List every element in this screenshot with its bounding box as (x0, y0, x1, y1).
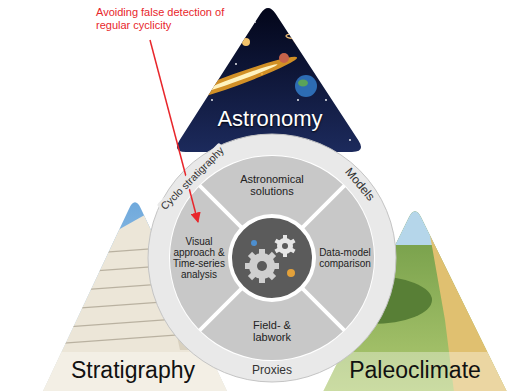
domain-title: Astronomy (195, 107, 345, 132)
hub-disc (231, 217, 313, 299)
sector-label: Visual approach & Time-series analysis (171, 236, 227, 281)
earth-icon (295, 75, 317, 97)
sector-label: Data-model comparison (317, 247, 373, 269)
comet-streak (171, 52, 299, 108)
star-dot (297, 99, 299, 101)
domain-title: Stratigraphy (48, 358, 218, 384)
planet-icon (292, 26, 312, 46)
star-dot (325, 99, 327, 101)
domain-triangle: Astronomy (168, 0, 370, 156)
note-text: Avoiding false detection of regular cycl… (96, 6, 236, 31)
star-dot (235, 63, 237, 65)
inner-ground (169, 155, 375, 361)
planet-icon (242, 38, 250, 46)
tool-dot (287, 269, 295, 277)
method-sector: Field- & labwork (199, 289, 345, 360)
hub-icon (231, 217, 313, 299)
star-dot (229, 29, 231, 31)
planet-ring (286, 33, 318, 39)
ring-label: Proxies (250, 364, 294, 378)
comet-core (202, 62, 279, 93)
space-triangle (177, 8, 361, 152)
gear-symbol (245, 249, 279, 283)
sector-label: Field- & labwork (234, 319, 310, 344)
star-dot (349, 139, 351, 141)
planet-icon (279, 53, 289, 63)
node-shape (168, 0, 370, 156)
tool-dot (251, 240, 257, 246)
star-dot (277, 11, 279, 13)
domain-title: Paleoclimate (330, 358, 500, 384)
earth-land (298, 80, 308, 87)
star-dot (254, 21, 256, 23)
sector-label: Astronomical solutions (234, 173, 310, 198)
star-dot (211, 99, 213, 101)
sector-shape (201, 290, 342, 360)
small-gear-symbol (274, 235, 295, 257)
